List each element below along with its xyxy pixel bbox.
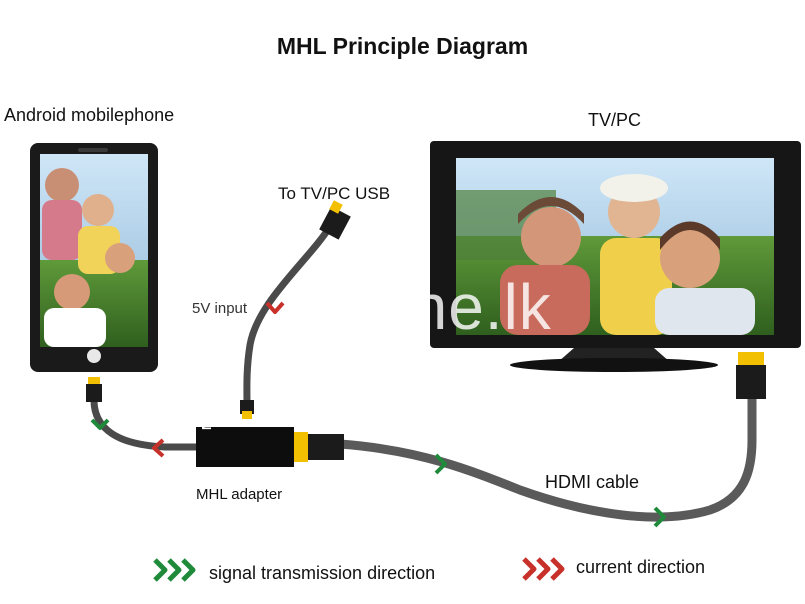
mhl-adapter-box	[196, 427, 344, 467]
hdmi-plug-tv	[736, 352, 766, 399]
usb-label: To TV/PC USB	[278, 184, 391, 203]
legend-current-label: current direction	[576, 557, 706, 577]
legend-signal-icon	[153, 558, 196, 582]
watermark: one.lk	[375, 271, 552, 343]
signal-arrow	[434, 453, 447, 475]
adapter-label: MHL adapter	[196, 486, 283, 503]
micro-usb-plug	[86, 377, 102, 402]
usb-connector-top	[319, 200, 351, 240]
phone-label: Android mobilephone	[4, 105, 175, 125]
diagram-title: MHL Principle Diagram	[276, 33, 529, 59]
legend-signal-label: signal transmission direction	[209, 563, 436, 583]
cables	[90, 218, 757, 522]
current-arrow	[265, 301, 285, 314]
current-arrow	[152, 438, 165, 458]
hdmi-cable-label: HDMI cable	[545, 472, 640, 492]
power-plug	[240, 400, 254, 419]
signal-arrow	[90, 418, 110, 430]
home-button	[87, 349, 101, 363]
legend-current-icon	[522, 557, 565, 581]
tv-label: TV/PC	[588, 110, 642, 130]
tv-monitor	[430, 141, 801, 372]
android-phone	[30, 143, 158, 372]
adapter-logo-text: MHL	[199, 401, 214, 430]
signal-arrow	[653, 506, 666, 528]
power-input-label: 5V input	[192, 300, 248, 317]
